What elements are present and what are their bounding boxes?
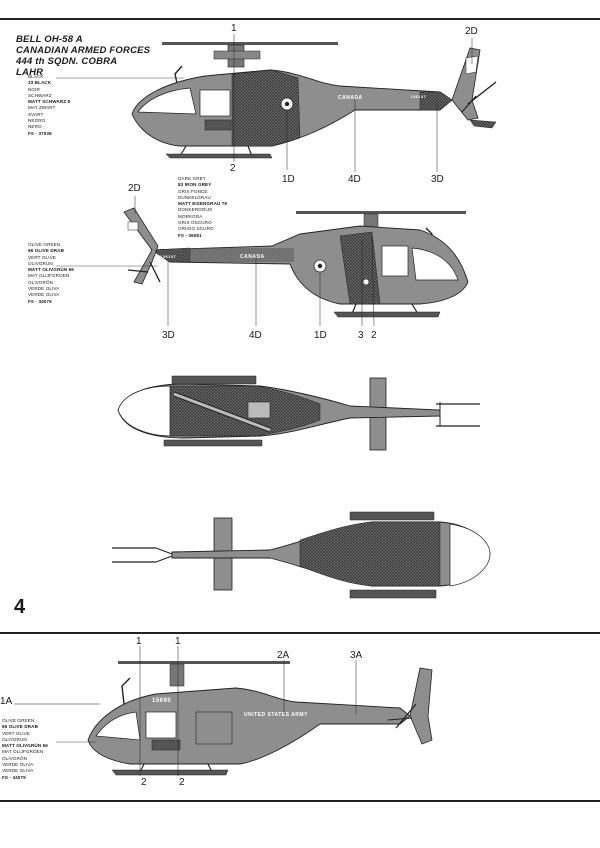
callout-label: 3A: [350, 650, 363, 661]
legend-line: DONKERGRIJS: [178, 207, 213, 213]
callout-label: 2: [141, 777, 147, 788]
top-view: [117, 375, 480, 451]
callout-label: 2D: [128, 183, 141, 194]
color-legend-olive-green: OLIVE GREEN 66 OLIVE DRAB VERT OLIVE OLI…: [28, 242, 74, 305]
side-view-left-canadian: [56, 34, 497, 172]
color-legend-black: BLACK 33 BLACK NOIR SCHWARZ MATT SCHWARZ…: [28, 74, 70, 137]
us-army-marking: UNITED STATES ARMY: [244, 712, 308, 718]
callout-label: 2: [230, 163, 236, 174]
callout-label: 3D: [162, 330, 175, 341]
callout-label: 2A: [277, 650, 290, 661]
legend-line: MAT OLIJFGROEN: [2, 749, 44, 755]
legend-line: OLIVE GREEN: [2, 718, 35, 723]
legend-line: VERT OLIVE: [2, 730, 30, 736]
legend-line: GRIS FONCE: [178, 188, 208, 194]
legend-line: FS - 34079: [28, 298, 52, 304]
callout-label: 3D: [431, 174, 444, 185]
legend-line: VERDE OLIVA: [2, 762, 34, 768]
callout-label: 1D: [282, 174, 295, 185]
side-view-us-army: [14, 646, 433, 776]
legend-line: SCHWARZ: [28, 92, 52, 98]
legend-line: OLIVE GREEN: [28, 242, 61, 247]
legend-line: MATT OLIVGRÜN 66: [28, 267, 74, 273]
title-line: CANADIAN ARMED FORCES: [16, 45, 151, 56]
legend-line: MATT EISENGRAU 79: [178, 201, 228, 207]
legend-line: DUNKELGRAU: [178, 194, 211, 200]
callout-label: 2D: [465, 26, 478, 37]
callout-label: 1: [175, 636, 181, 647]
page-number: 4: [14, 596, 26, 618]
color-legend-dark-grey: DARK GREY 83 IRON GREY GRIS FONCE DUNKEL…: [178, 176, 227, 239]
legend-line: MAT OLIJFGROEN: [28, 273, 70, 279]
legend-line: GRIS OSCURO: [178, 220, 212, 226]
legend-line: NOIR: [28, 86, 40, 92]
legend-line: VERDE OLIVA: [2, 768, 34, 774]
canada-marking: CANADA: [338, 95, 363, 101]
legend-line: 66 OLIVE DRAB: [28, 248, 65, 254]
legend-line: FS - 34079: [2, 774, 26, 780]
legend-line: BLACK: [28, 74, 44, 79]
legend-line: MATT OLIVGRÜN 66: [2, 743, 48, 749]
main-rotor-blade: [162, 42, 338, 45]
legend-line: VERDE OLIVA: [28, 292, 60, 298]
bottom-view: [112, 511, 491, 599]
title-line: LAHR: [16, 67, 44, 78]
legend-line: MAT ZWART: [28, 105, 56, 111]
callout-label: 2: [371, 330, 377, 341]
legend-line: OLIVGRÖN: [28, 279, 54, 285]
top-border: [0, 18, 600, 20]
legend-line: DARK GREY: [178, 176, 206, 181]
legend-line: FS - 36081: [178, 232, 202, 238]
callout-label: 1: [231, 23, 237, 34]
serial-marking: 136137: [410, 94, 427, 99]
legend-line: NEGRO: [28, 118, 46, 124]
title-line: 444 th SQDN. COBRA: [16, 56, 118, 67]
legend-line: OLIVGRUN: [2, 736, 27, 742]
callout-label: 2: [179, 777, 185, 788]
legend-line: SVART: [28, 111, 44, 117]
serial-marking: 136137: [160, 254, 177, 259]
legend-line: OLIVGRUN: [28, 260, 53, 266]
legend-line: VERDE OLIVA: [28, 286, 60, 292]
bottom-border: [0, 800, 600, 802]
legend-line: NERO: [28, 124, 42, 130]
legend-line: MORKGRA: [178, 213, 203, 219]
callout-label: 3: [358, 330, 364, 341]
side-view-right-canadian: [56, 196, 469, 327]
legend-line: FS - 37038: [28, 130, 52, 136]
title-line: BELL OH-58 A: [16, 34, 83, 45]
callout-label: 4D: [249, 330, 262, 341]
legend-line: 83 IRON GREY: [178, 182, 212, 188]
section-divider: [0, 632, 600, 634]
callout-label: 1: [136, 636, 142, 647]
callout-label: 1A: [0, 696, 13, 707]
tail-number-marking: 15695: [152, 698, 172, 704]
callout-label: 1D: [314, 330, 327, 341]
legend-line: MATT SCHWARZ 8: [28, 99, 71, 105]
legend-line: OLIVGRÖN: [2, 755, 28, 761]
color-legend-olive-green-us: OLIVE GREEN 66 OLIVE DRAB VERT OLIVE OLI…: [2, 718, 48, 781]
legend-line: VERT OLIVE: [28, 254, 56, 260]
legend-line: 66 OLIVE DRAB: [2, 724, 39, 730]
legend-line: GRIGIO SCURO: [178, 226, 214, 232]
canada-marking: CANADA: [240, 254, 265, 260]
callout-label: 4D: [348, 174, 361, 185]
sheet-title: BELL OH-58 A CANADIAN ARMED FORCES 444 t…: [16, 34, 150, 78]
legend-line: 33 BLACK: [28, 80, 52, 86]
